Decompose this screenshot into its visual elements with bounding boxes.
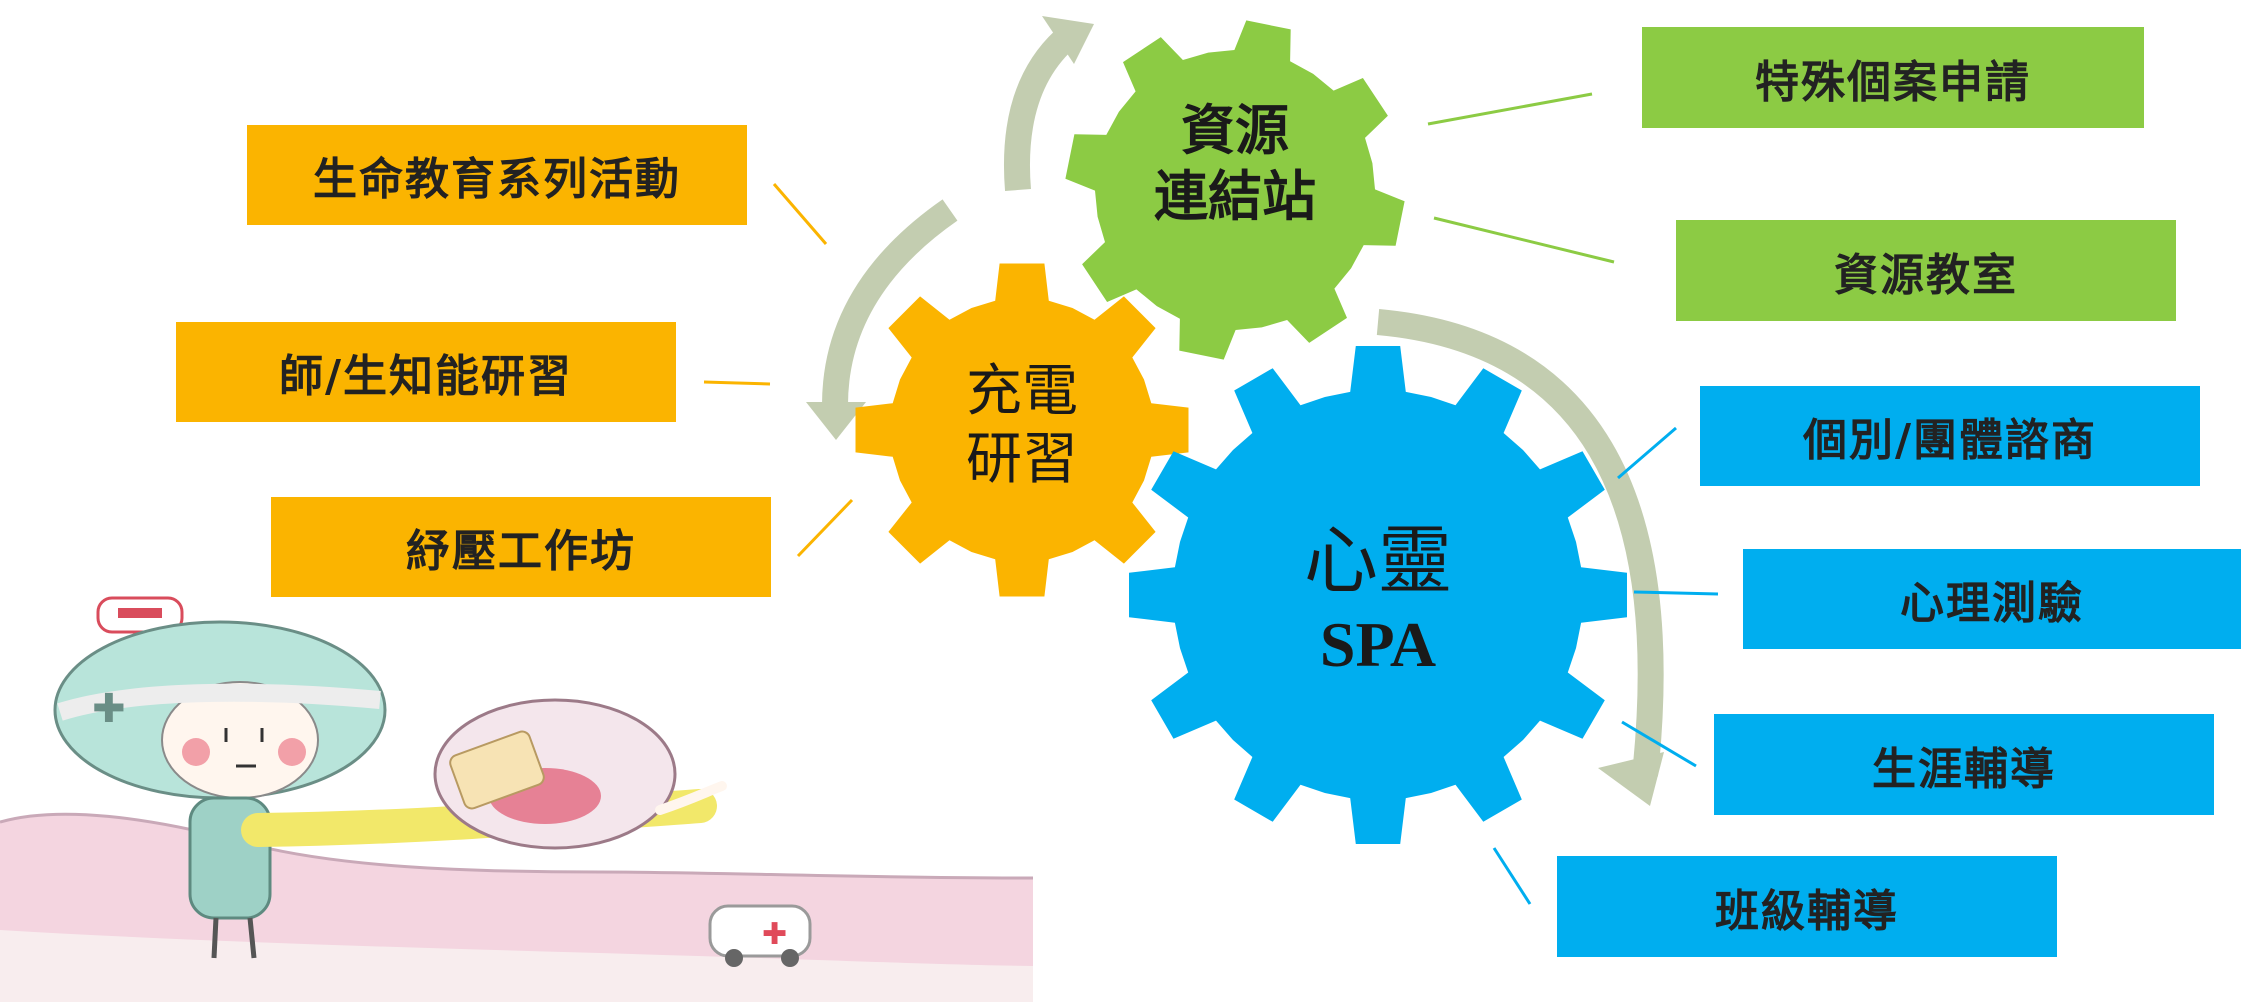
cartoon-illustration: ✚ ✚ (0, 596, 1034, 1002)
connector-line (1633, 590, 1719, 596)
character-leg (247, 917, 257, 959)
blue-item-label: 班級輔導 (1715, 885, 1899, 937)
resource-gear-label: 資源 連結站 (1115, 98, 1355, 230)
charge-gear (855, 263, 1189, 597)
road-edge (0, 812, 1034, 880)
connector-line (703, 380, 771, 386)
charge-gear-line1: 充電 (966, 359, 1078, 424)
ambulance-wheel (725, 949, 743, 967)
connector-line (1617, 426, 1677, 480)
blue-item-label: 生涯輔導 (1872, 743, 2056, 795)
cheek (278, 738, 306, 766)
patient-arm (655, 781, 727, 815)
cycle-arrows (806, 16, 1664, 806)
blue-item-box: 生涯輔導 (1714, 714, 2214, 815)
charge-gear-label: 充電 研習 (922, 358, 1122, 495)
character-leg (211, 917, 219, 959)
connector-line (1433, 216, 1615, 264)
blue-item-label: 心理測驗 (1900, 578, 2084, 629)
connector-line (772, 183, 828, 245)
resource-gear-line2: 連結站 (1154, 164, 1316, 228)
blue-item-label: 個別/團體諮商 (1802, 415, 2098, 466)
orange-item-box: 紓壓工作坊 (271, 497, 771, 597)
arrow-around-spa (1376, 309, 1664, 777)
ground-strip (0, 930, 1033, 1002)
resource-gear-line1: 資源 (1181, 99, 1289, 162)
connector-line (1427, 92, 1593, 126)
spa-gear (1129, 346, 1627, 844)
green-item-label: 資源教室 (1834, 249, 2018, 301)
head-ambulance-stripe (118, 608, 162, 618)
blue-item-box: 心理測驗 (1743, 549, 2241, 649)
connector-line (1492, 847, 1532, 905)
green-item-box: 資源教室 (1676, 220, 2176, 321)
resource-gear (1065, 20, 1405, 360)
bandage-cross: ✚ (92, 686, 126, 732)
charge-gear-line2: 研習 (966, 427, 1078, 493)
head-bandage (57, 683, 381, 721)
spa-gear-line1: 心靈 (1304, 518, 1452, 604)
orange-item-label: 紓壓工作坊 (406, 526, 636, 577)
ambulance-wheel (781, 949, 799, 967)
arrowhead-left-down (806, 402, 866, 440)
green-item-box: 特殊個案申請 (1642, 27, 2144, 128)
arrowhead-bottom-right (1598, 752, 1664, 806)
orange-item-box: 師/生知能研習 (176, 322, 676, 422)
ambulance-cross: ✚ (762, 917, 787, 952)
arrow-down-to-charge (822, 199, 958, 406)
orange-item-label: 師/生知能研習 (278, 351, 574, 402)
green-item-label: 特殊個案申請 (1755, 56, 2031, 108)
arrowhead-up (1042, 16, 1094, 64)
heart-bandage (449, 730, 545, 810)
connector-line (1621, 720, 1697, 768)
spa-gear-line2: SPA (1319, 609, 1437, 681)
cheek (182, 738, 210, 766)
connector-line (796, 498, 854, 558)
blue-item-box: 班級輔導 (1557, 856, 2057, 957)
blue-item-box: 個別/團體諮商 (1700, 386, 2200, 486)
small-ambulance (708, 904, 812, 958)
spa-gear-label: 心靈 SPA (1238, 516, 1518, 684)
connector-lines (703, 92, 1719, 905)
arrow-up-to-resource (1004, 30, 1074, 192)
orange-item-label: 生命教育系列活動 (313, 154, 681, 205)
orange-item-box: 生命教育系列活動 (247, 125, 747, 225)
